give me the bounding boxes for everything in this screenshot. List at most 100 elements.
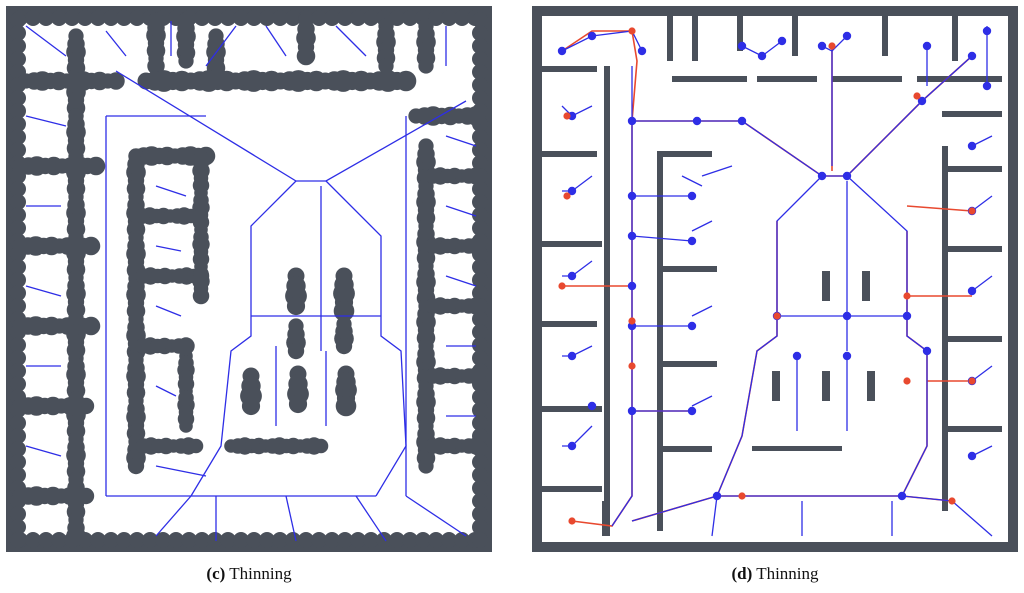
skeleton-segment <box>445 205 477 217</box>
obstacle-blob <box>287 342 305 360</box>
path-node <box>628 27 636 35</box>
obstacle-blob <box>363 532 379 548</box>
obstacle-blob <box>313 438 329 454</box>
obstacle-blob <box>10 285 26 301</box>
obstacle-blob <box>472 259 488 275</box>
panel-c-thinning-map <box>6 6 492 552</box>
obstacle-blob <box>472 493 488 509</box>
path-node <box>628 317 636 325</box>
obstacle-blob <box>472 467 488 483</box>
obstacle-blob <box>467 167 485 185</box>
skeleton-node <box>967 286 977 296</box>
obstacle-blob <box>472 272 488 288</box>
obstacle-blob <box>286 296 306 316</box>
obstacle-blob <box>90 10 106 26</box>
obstacle-blob <box>10 519 26 535</box>
obstacle-blob <box>246 532 262 548</box>
obstacle-blob <box>472 38 488 54</box>
skeleton-node <box>567 186 577 196</box>
obstacle-blob <box>259 532 275 548</box>
obstacle-blob <box>103 532 119 548</box>
path-node <box>563 192 571 200</box>
skeleton-node <box>777 36 787 46</box>
wall-segment <box>917 76 1002 82</box>
inflated-obstacles <box>10 10 488 548</box>
obstacle-blob <box>10 103 26 119</box>
path-node <box>628 362 636 370</box>
obstacle-blob <box>77 10 93 26</box>
skeleton-segment <box>155 305 182 317</box>
obstacle-blob <box>10 337 26 353</box>
skeleton-segment <box>285 495 297 542</box>
skeleton-node <box>567 351 577 361</box>
skeleton-node <box>712 491 722 501</box>
skeleton-segment <box>561 30 643 52</box>
obstacle-blob <box>454 10 470 26</box>
obstacle-blob <box>441 10 457 26</box>
skeleton-node <box>967 51 977 61</box>
obstacle-blob <box>311 532 327 548</box>
obstacle-blob <box>10 376 26 392</box>
skeleton-node <box>627 406 637 416</box>
skeleton-node <box>967 141 977 151</box>
obstacle-blob <box>10 532 26 548</box>
wall-segment <box>657 361 717 367</box>
obstacle-blob <box>10 415 26 431</box>
skeleton-segment <box>691 305 713 317</box>
skeleton-segment <box>25 445 62 457</box>
wall-segment <box>657 151 712 157</box>
skeleton-segment <box>155 385 177 397</box>
skeleton-node <box>842 311 852 321</box>
obstacle-blob <box>51 10 67 26</box>
skeleton-lines <box>25 21 477 542</box>
obstacle-blob <box>467 237 485 255</box>
skeleton-segment <box>25 115 67 127</box>
skeleton-node <box>817 171 827 181</box>
obstacle-blob <box>233 532 249 548</box>
obstacle-blob <box>472 402 488 418</box>
obstacle-blob <box>220 532 236 548</box>
skeleton-segment <box>115 70 467 182</box>
wall-segment <box>542 241 602 247</box>
free-space <box>542 16 1008 542</box>
obstacle-blob <box>418 58 434 74</box>
skeleton-node <box>627 231 637 241</box>
wall-segment <box>867 371 875 401</box>
obstacle-blob <box>10 207 26 223</box>
skeleton-node <box>567 441 577 451</box>
skeleton-node <box>757 51 767 61</box>
obstacle-blob <box>10 259 26 275</box>
wall-segment <box>604 66 610 536</box>
path-node <box>903 377 911 385</box>
obstacle-blob <box>207 10 223 26</box>
skeleton-segment <box>711 495 718 537</box>
wall-segment <box>667 16 673 61</box>
obstacle-blob <box>168 532 184 548</box>
wall-segment <box>692 16 698 61</box>
caption-d-label: (d) <box>731 564 753 583</box>
obstacle-blob <box>389 10 405 26</box>
obstacle-blob <box>25 532 41 548</box>
obstacle-blob <box>10 142 26 158</box>
obstacle-blob <box>378 58 394 74</box>
obstacle-blob <box>428 532 444 548</box>
obstacle-blob <box>142 532 158 548</box>
obstacle-blob <box>402 10 418 26</box>
obstacle-blob <box>10 25 26 41</box>
obstacle-blob <box>10 272 26 288</box>
path-node <box>558 282 566 290</box>
obstacle-blob <box>298 532 314 548</box>
wall-segment <box>942 426 1002 432</box>
obstacle-blob <box>129 10 145 26</box>
obstacle-blob <box>472 324 488 340</box>
obstacle-blob <box>472 25 488 41</box>
path-node <box>968 207 976 215</box>
obstacle-blob <box>179 419 193 433</box>
skeleton-node <box>842 171 852 181</box>
obstacle-blob <box>116 532 132 548</box>
free-space <box>16 16 482 542</box>
skeleton-node <box>922 346 932 356</box>
graph-nodes <box>557 26 992 525</box>
obstacle-blob <box>86 156 106 176</box>
wall-segment <box>942 246 1002 252</box>
